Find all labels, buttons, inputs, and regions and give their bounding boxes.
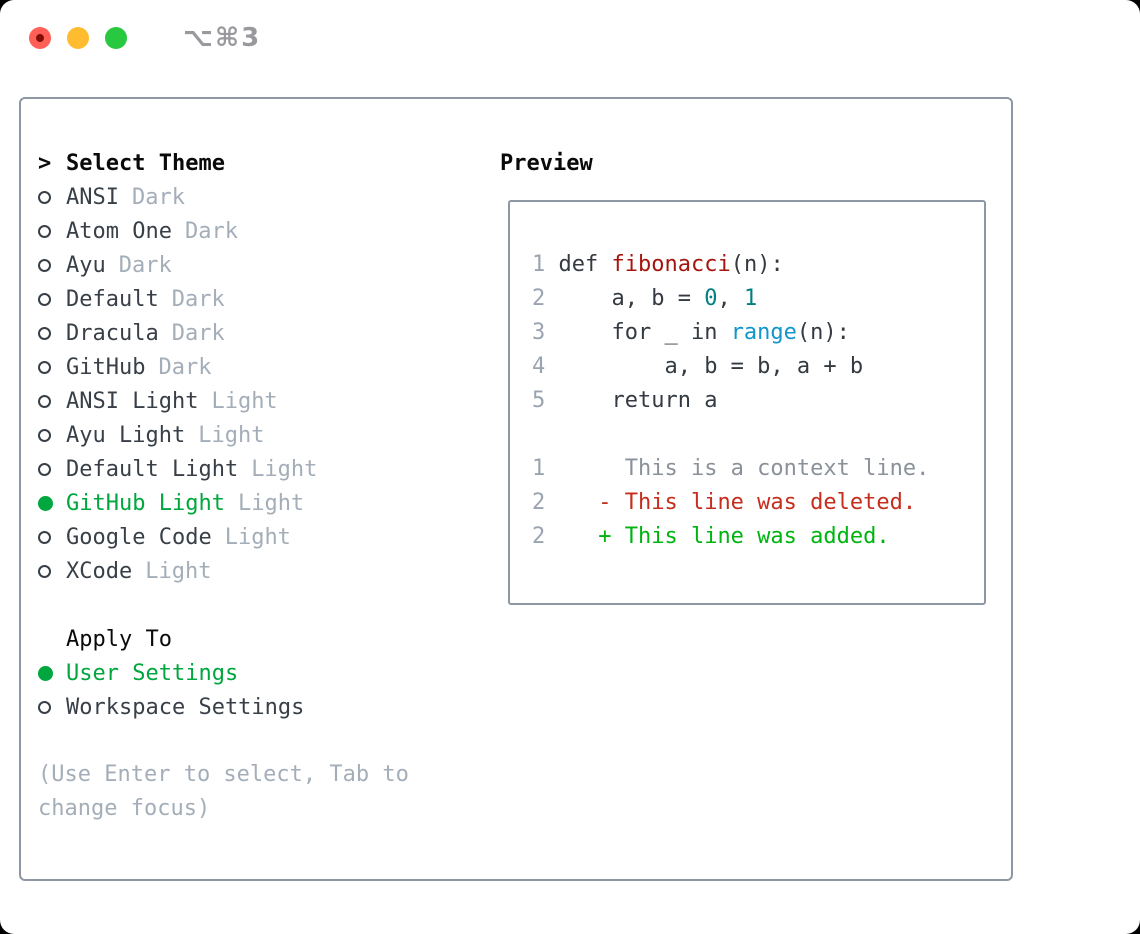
option-label: Dracula: [66, 320, 159, 346]
theme-option-github-light[interactable]: GitHub Light Light: [38, 486, 500, 520]
radio-icon: [38, 462, 66, 476]
option-variant-label: Light: [237, 490, 305, 516]
option-variant-label: Light: [224, 524, 291, 550]
option-label: Google Code: [66, 524, 212, 550]
keyboard-hint: (Use Enter to select, Tab to change focu…: [38, 762, 409, 821]
radio-selected-icon: [38, 665, 66, 681]
theme-picker-header: > Select Theme: [38, 146, 500, 180]
preview-line: 5 return a: [532, 388, 718, 413]
theme-option-dracula[interactable]: Dracula Dark: [38, 316, 500, 350]
close-button[interactable]: [29, 27, 51, 49]
apply-to-header-label: Apply To: [66, 626, 172, 652]
theme-option-xcode[interactable]: XCode Light: [38, 554, 500, 588]
titlebar: ⌥⌘3: [0, 0, 1140, 76]
preview-line: [532, 418, 984, 452]
theme-option-ansi[interactable]: ANSI Dark: [38, 180, 500, 214]
option-variant-label: Light: [198, 422, 265, 448]
preview-line: 2 a, b = 0, 1: [532, 286, 758, 311]
radio-icon: [38, 258, 66, 272]
spacer: [38, 588, 500, 622]
option-label: Default Light: [66, 456, 239, 482]
apply-option-workspace-settings[interactable]: Workspace Settings: [38, 690, 500, 724]
option-label: GitHub Light: [66, 490, 225, 516]
preview-line: 3 for _ in range(n):: [532, 320, 850, 345]
zoom-button[interactable]: [105, 27, 127, 49]
theme-option-github[interactable]: GitHub Dark: [38, 350, 500, 384]
option-variant-label: Light: [251, 456, 318, 482]
radio-icon: [38, 360, 66, 374]
preview-column: Preview 1 def fibonacci(n): 2 a, b = 0, 1…: [500, 146, 987, 879]
option-label: ANSI: [66, 184, 119, 210]
theme-option-default-light[interactable]: Default Light Light: [38, 452, 500, 486]
theme-option-ayu-light[interactable]: Ayu Light Light: [38, 418, 500, 452]
option-label: User Settings: [66, 660, 239, 686]
preview-header-label: Preview: [500, 150, 593, 176]
option-variant-label: Dark: [184, 218, 238, 244]
option-label: Workspace Settings: [66, 694, 305, 720]
radio-icon: [38, 224, 66, 238]
theme-picker-header-label: Select Theme: [66, 150, 225, 176]
theme-option-atom-one[interactable]: Atom One Dark: [38, 214, 500, 248]
radio-icon: [38, 564, 66, 578]
option-label: Ayu Light: [66, 422, 186, 448]
preview-line: 1 def fibonacci(n):: [532, 252, 784, 277]
radio-icon: [38, 326, 66, 340]
preview-header: Preview: [500, 146, 987, 180]
option-label: Ayu: [66, 252, 106, 278]
option-label: GitHub: [66, 354, 146, 380]
theme-option-ayu[interactable]: Ayu Dark: [38, 248, 500, 282]
option-variant-label: Dark: [171, 320, 225, 346]
preview-line: 2 - This line was deleted.: [532, 490, 917, 515]
option-variant-label: Light: [145, 558, 212, 584]
option-variant-label: Dark: [118, 252, 172, 278]
window-title: ⌥⌘3: [183, 23, 262, 53]
radio-icon: [38, 190, 66, 204]
option-label: Default: [66, 286, 159, 312]
option-variant-label: Dark: [158, 354, 212, 380]
theme-option-ansi-light[interactable]: ANSI Light Light: [38, 384, 500, 418]
radio-selected-icon: [38, 495, 66, 511]
radio-icon: [38, 700, 66, 714]
preview-line: 2 + This line was added.: [532, 524, 890, 549]
radio-icon: [38, 428, 66, 442]
option-variant-label: Dark: [131, 184, 185, 210]
option-label: XCode: [66, 558, 133, 584]
radio-icon: [38, 530, 66, 544]
theme-option-google-code[interactable]: Google Code Light: [38, 520, 500, 554]
preview-line: 4 a, b = b, a + b: [532, 354, 864, 379]
apply-to-header: Apply To: [38, 622, 500, 656]
option-label: Atom One: [66, 218, 172, 244]
radio-icon: [38, 292, 66, 306]
preview-code: 1 def fibonacci(n): 2 a, b = 0, 1 3 for _ …: [508, 200, 986, 605]
radio-icon: [38, 394, 66, 408]
apply-option-user-settings[interactable]: User Settings: [38, 656, 500, 690]
theme-option-default[interactable]: Default Dark: [38, 282, 500, 316]
option-label: ANSI Light: [66, 388, 199, 414]
preview-line: 1 This is a context line.: [532, 456, 930, 481]
option-variant-label: Dark: [171, 286, 225, 312]
minimize-button[interactable]: [67, 27, 89, 49]
prompt-icon: >: [38, 150, 52, 176]
option-variant-label: Light: [211, 388, 278, 414]
